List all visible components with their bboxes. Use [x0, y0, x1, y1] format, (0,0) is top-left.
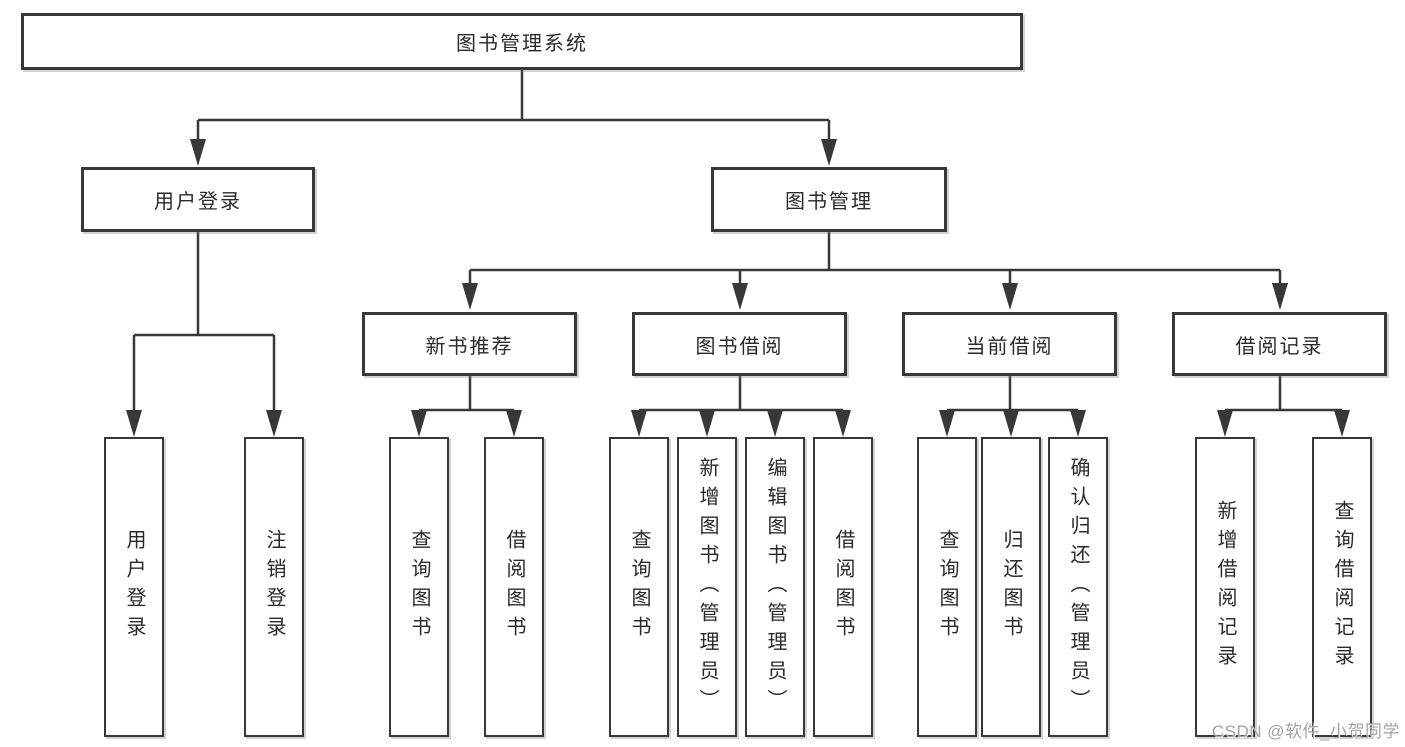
node-borrowing-records: 借阅记录	[1172, 312, 1387, 376]
leaf-query-books-2-label: 查询图书	[628, 529, 650, 645]
node-current-borrowing: 当前借阅	[902, 312, 1117, 376]
leaf-add-borrow-record: 新增借阅记录	[1195, 437, 1255, 737]
node-root-library-system: 图书管理系统	[21, 13, 1023, 70]
leaf-add-books-admin-label: 新增图书（管理员）	[696, 456, 718, 718]
leaf-query-books-1: 查询图书	[389, 437, 449, 737]
leaf-return-books-label: 归还图书	[1000, 529, 1022, 645]
leaf-borrow-books-1-label: 借阅图书	[503, 529, 525, 645]
leaf-return-books: 归还图书	[981, 437, 1041, 737]
node-book-borrowing-label: 图书借阅	[695, 335, 784, 358]
leaf-borrow-books-1: 借阅图书	[484, 437, 544, 737]
leaf-logout-label: 注销登录	[263, 529, 285, 645]
node-user-login-label: 用户登录	[154, 191, 242, 213]
csdn-watermark: CSDN @软件_小贺同学	[1211, 722, 1400, 741]
leaf-query-books-3: 查询图书	[917, 437, 977, 737]
node-user-login: 用户登录	[81, 167, 315, 232]
leaf-add-borrow-record-label: 新增借阅记录	[1214, 500, 1236, 674]
leaf-query-books-1-label: 查询图书	[408, 529, 430, 645]
leaf-confirm-return-admin: 确认归还（管理员）	[1048, 437, 1108, 737]
node-book-borrowing: 图书借阅	[632, 312, 847, 376]
leaf-query-borrow-record: 查询借阅记录	[1312, 437, 1372, 737]
node-borrowing-records-label: 借阅记录	[1235, 335, 1324, 358]
node-new-book-recommendation: 新书推荐	[362, 312, 577, 376]
leaf-query-books-2: 查询图书	[609, 437, 669, 737]
leaf-confirm-return-admin-label: 确认归还（管理员）	[1067, 456, 1089, 718]
arrowheads	[126, 139, 1350, 437]
leaf-add-books-admin: 新增图书（管理员）	[677, 437, 737, 737]
node-book-management: 图书管理	[711, 167, 947, 232]
leaf-query-borrow-record-label: 查询借阅记录	[1331, 500, 1353, 674]
leaf-borrow-books-2-label: 借阅图书	[832, 529, 854, 645]
node-current-borrowing-label: 当前借阅	[965, 335, 1054, 358]
leaf-borrow-books-2: 借阅图书	[813, 437, 873, 737]
leaf-edit-books-admin-label: 编辑图书（管理员）	[764, 456, 786, 718]
leaf-user-login-label: 用户登录	[123, 529, 145, 645]
leaf-query-books-3-label: 查询图书	[936, 529, 958, 645]
node-book-management-label: 图书管理	[785, 191, 873, 213]
node-root-label: 图书管理系统	[456, 33, 588, 55]
leaf-edit-books-admin: 编辑图书（管理员）	[745, 437, 805, 737]
leaf-user-login: 用户登录	[104, 437, 164, 737]
leaf-logout: 注销登录	[244, 437, 304, 737]
node-new-book-recommendation-label: 新书推荐	[425, 335, 514, 358]
